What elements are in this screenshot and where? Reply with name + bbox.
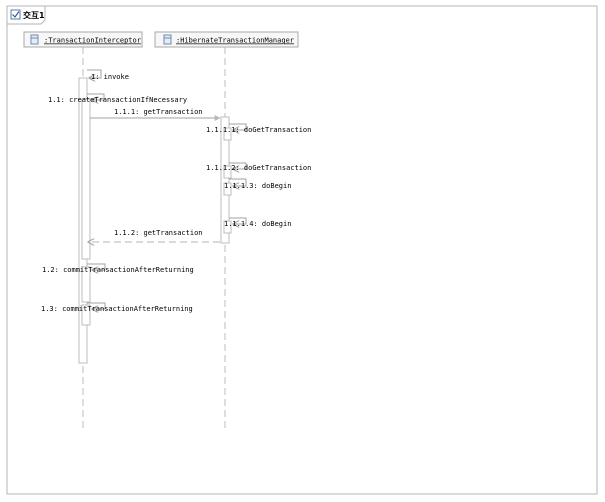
- message-get-transaction-call[interactable]: 1.1.1: getTransaction: [90, 108, 221, 121]
- message-arrow: [229, 162, 247, 169]
- message-label: 1.1: createTransactionIfNecessary: [48, 96, 187, 104]
- message-commit-transaction-1[interactable]: 1.2: commitTransactionAfterReturning: [42, 263, 194, 274]
- activation-bar: [223, 165, 232, 179]
- activation-bar: [81, 304, 91, 326]
- message-arrow: [229, 178, 247, 186]
- message-get-transaction-return[interactable]: 1.1.2: getTransaction: [88, 229, 220, 242]
- message-do-get-transaction-2[interactable]: 1.1.1.2: doGetTransaction: [206, 162, 311, 172]
- frame-title: 交互1: [23, 10, 45, 20]
- class-icon: [30, 34, 39, 45]
- message-label: 1.3: commitTransactionAfterReturning: [41, 305, 193, 313]
- activation-bar: [220, 116, 230, 244]
- message-do-begin-1[interactable]: 1.1.1.3: doBegin: [224, 178, 291, 190]
- activation-bar: [223, 127, 232, 141]
- activation-bar: [81, 266, 91, 303]
- lifeline-name: :HibernateTransactionManager: [176, 37, 294, 45]
- lifeline-head[interactable]: [154, 31, 299, 48]
- message-commit-transaction-2[interactable]: 1.3: commitTransactionAfterReturning: [41, 302, 193, 313]
- class-icon: [163, 34, 172, 45]
- message-arrow: [87, 69, 102, 78]
- message-arrow: [87, 263, 106, 270]
- message-arrow: [87, 302, 106, 309]
- message-do-begin-2[interactable]: 1.1.1.4: doBegin: [224, 217, 291, 228]
- message-label: 1.1.1.3: doBegin: [224, 182, 291, 190]
- message-label: 1.1.1.4: doBegin: [224, 220, 291, 228]
- activation-bar: [81, 98, 91, 260]
- activation-bar: [223, 220, 232, 234]
- message-arrow: [87, 93, 105, 100]
- message-label: 1: invoke: [91, 73, 129, 81]
- message-do-get-transaction-1[interactable]: 1.1.1.1: doGetTransaction: [206, 123, 311, 134]
- message-create-transaction-if-necessary[interactable]: 1.1: createTransactionIfNecessary: [48, 93, 187, 104]
- message-label: 1.1.1.2: doGetTransaction: [206, 164, 311, 172]
- message-label: 1.1.1: getTransaction: [114, 108, 203, 116]
- lifeline-name: :TransactionInterceptor: [44, 37, 141, 45]
- message-label: 1.1.1.1: doGetTransaction: [206, 126, 311, 134]
- diagram-frame: [6, 5, 598, 495]
- message-arrow: [229, 123, 247, 130]
- message-invoke[interactable]: 1: invoke: [87, 69, 129, 81]
- message-arrow: [229, 217, 247, 224]
- message-label: 1.1.2: getTransaction: [114, 229, 203, 237]
- frame-title-tab: 交互1: [6, 5, 46, 25]
- interaction-icon: [10, 9, 21, 20]
- activation-bar: [223, 182, 232, 196]
- message-label: 1.2: commitTransactionAfterReturning: [42, 266, 194, 274]
